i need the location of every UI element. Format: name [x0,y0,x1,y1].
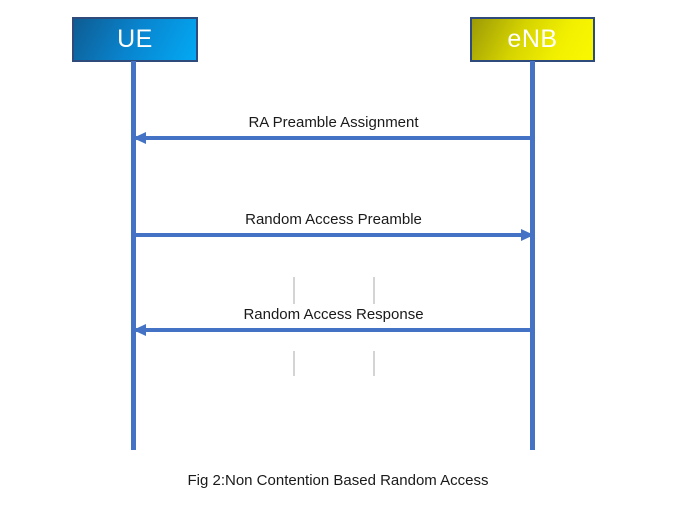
pause-tick-lower-left [293,351,295,376]
arrow-left-icon-ra-preamble-assignment [133,132,146,144]
lifeline-enb [530,61,535,450]
actor-box-enb: eNB [470,17,595,62]
arrow-left-icon-random-access-response [133,324,146,336]
message-line-ra-preamble-assignment [133,136,534,140]
actor-label-ue: UE [117,25,153,53]
pause-tick-lower-right [373,351,375,376]
message-ra-preamble-assignment: RA Preamble Assignment [133,100,534,144]
actor-label-enb: eNB [507,25,558,53]
message-label-random-access-preamble: Random Access Preamble [245,211,422,228]
message-label-ra-preamble-assignment: RA Preamble Assignment [248,114,419,131]
message-line-random-access-preamble [133,233,534,237]
actor-box-ue: UE [72,17,198,62]
message-random-access-response: Random Access Response [133,292,534,336]
message-line-random-access-response [133,328,534,332]
message-label-random-access-response: Random Access Response [243,306,424,323]
figure-caption: Fig 2:Non Contention Based Random Access [187,472,489,489]
pause-tick-upper-right [373,277,375,304]
lifeline-ue [131,61,136,450]
message-random-access-preamble: Random Access Preamble [133,197,534,241]
pause-tick-upper-left [293,277,295,304]
arrow-right-icon-random-access-preamble [521,229,534,241]
